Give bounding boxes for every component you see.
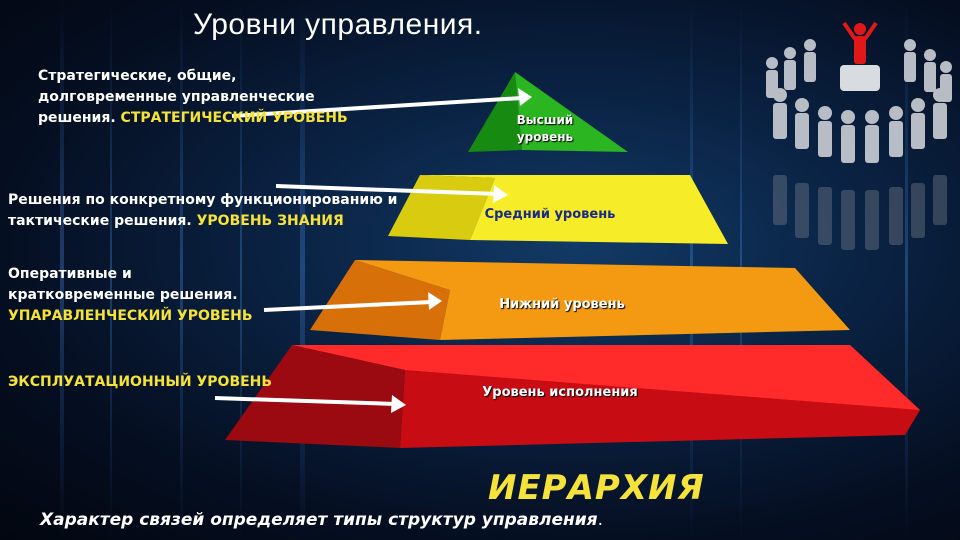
note-management-level: УПАРАВЛЕНЧЕСКИЙ УРОВЕНЬ bbox=[8, 308, 253, 324]
tier-lower-left bbox=[310, 260, 450, 340]
tier-execution-top bbox=[292, 345, 920, 410]
note-knowledge-level: УРОВЕНЬ ЗНАНИЯ bbox=[196, 213, 344, 229]
note-strategic-text: Стратегические, общие, долговременные уп… bbox=[38, 68, 315, 126]
leader-figure bbox=[842, 21, 878, 64]
note-operational-level: ЭКСПЛУАТАЦИОННЫЙ УРОВЕНЬ bbox=[8, 374, 273, 390]
note-management-text: Оперативные и кратковременные решения. bbox=[8, 266, 238, 303]
hierarchy-heading: ИЕРАРХИЯ bbox=[488, 468, 705, 508]
tier-execution-side bbox=[225, 345, 405, 448]
tier-top-label: Высший уровень bbox=[516, 113, 574, 144]
person-figure bbox=[766, 39, 952, 163]
note-strategic: Стратегические, общие, долговременные уп… bbox=[38, 66, 378, 129]
tier-lower-right bbox=[355, 260, 850, 340]
note-operational: ЭКСПЛУАТАЦИОННЫЙ УРОВЕНЬ bbox=[8, 372, 288, 393]
note-management: Оперативные и кратковременные решения. У… bbox=[8, 264, 283, 327]
tier-lower-label: Нижний уровень bbox=[499, 297, 625, 312]
people-circle-icon bbox=[766, 21, 952, 250]
tier-top-right bbox=[515, 72, 628, 152]
people-reflection bbox=[773, 175, 947, 250]
tier-middle-label: Средний уровень bbox=[484, 207, 616, 222]
footer-caption: Характер связей определяет типы структур… bbox=[40, 510, 603, 530]
tier-top-left bbox=[468, 72, 522, 152]
slide-title: Уровни управления. bbox=[193, 8, 483, 41]
footer-text: Характер связей определяет типы структур… bbox=[40, 510, 598, 530]
note-knowledge: Решения по конкретному функционированию … bbox=[8, 190, 398, 232]
note-strategic-level: СТРАТЕГИЧЕСКИЙ УРОВЕНЬ bbox=[120, 110, 348, 126]
footer-period: . bbox=[597, 510, 603, 530]
tier-execution-label: Уровень исполнения bbox=[482, 385, 638, 400]
note-knowledge-text: Решения по конкретному функционированию … bbox=[8, 192, 398, 229]
